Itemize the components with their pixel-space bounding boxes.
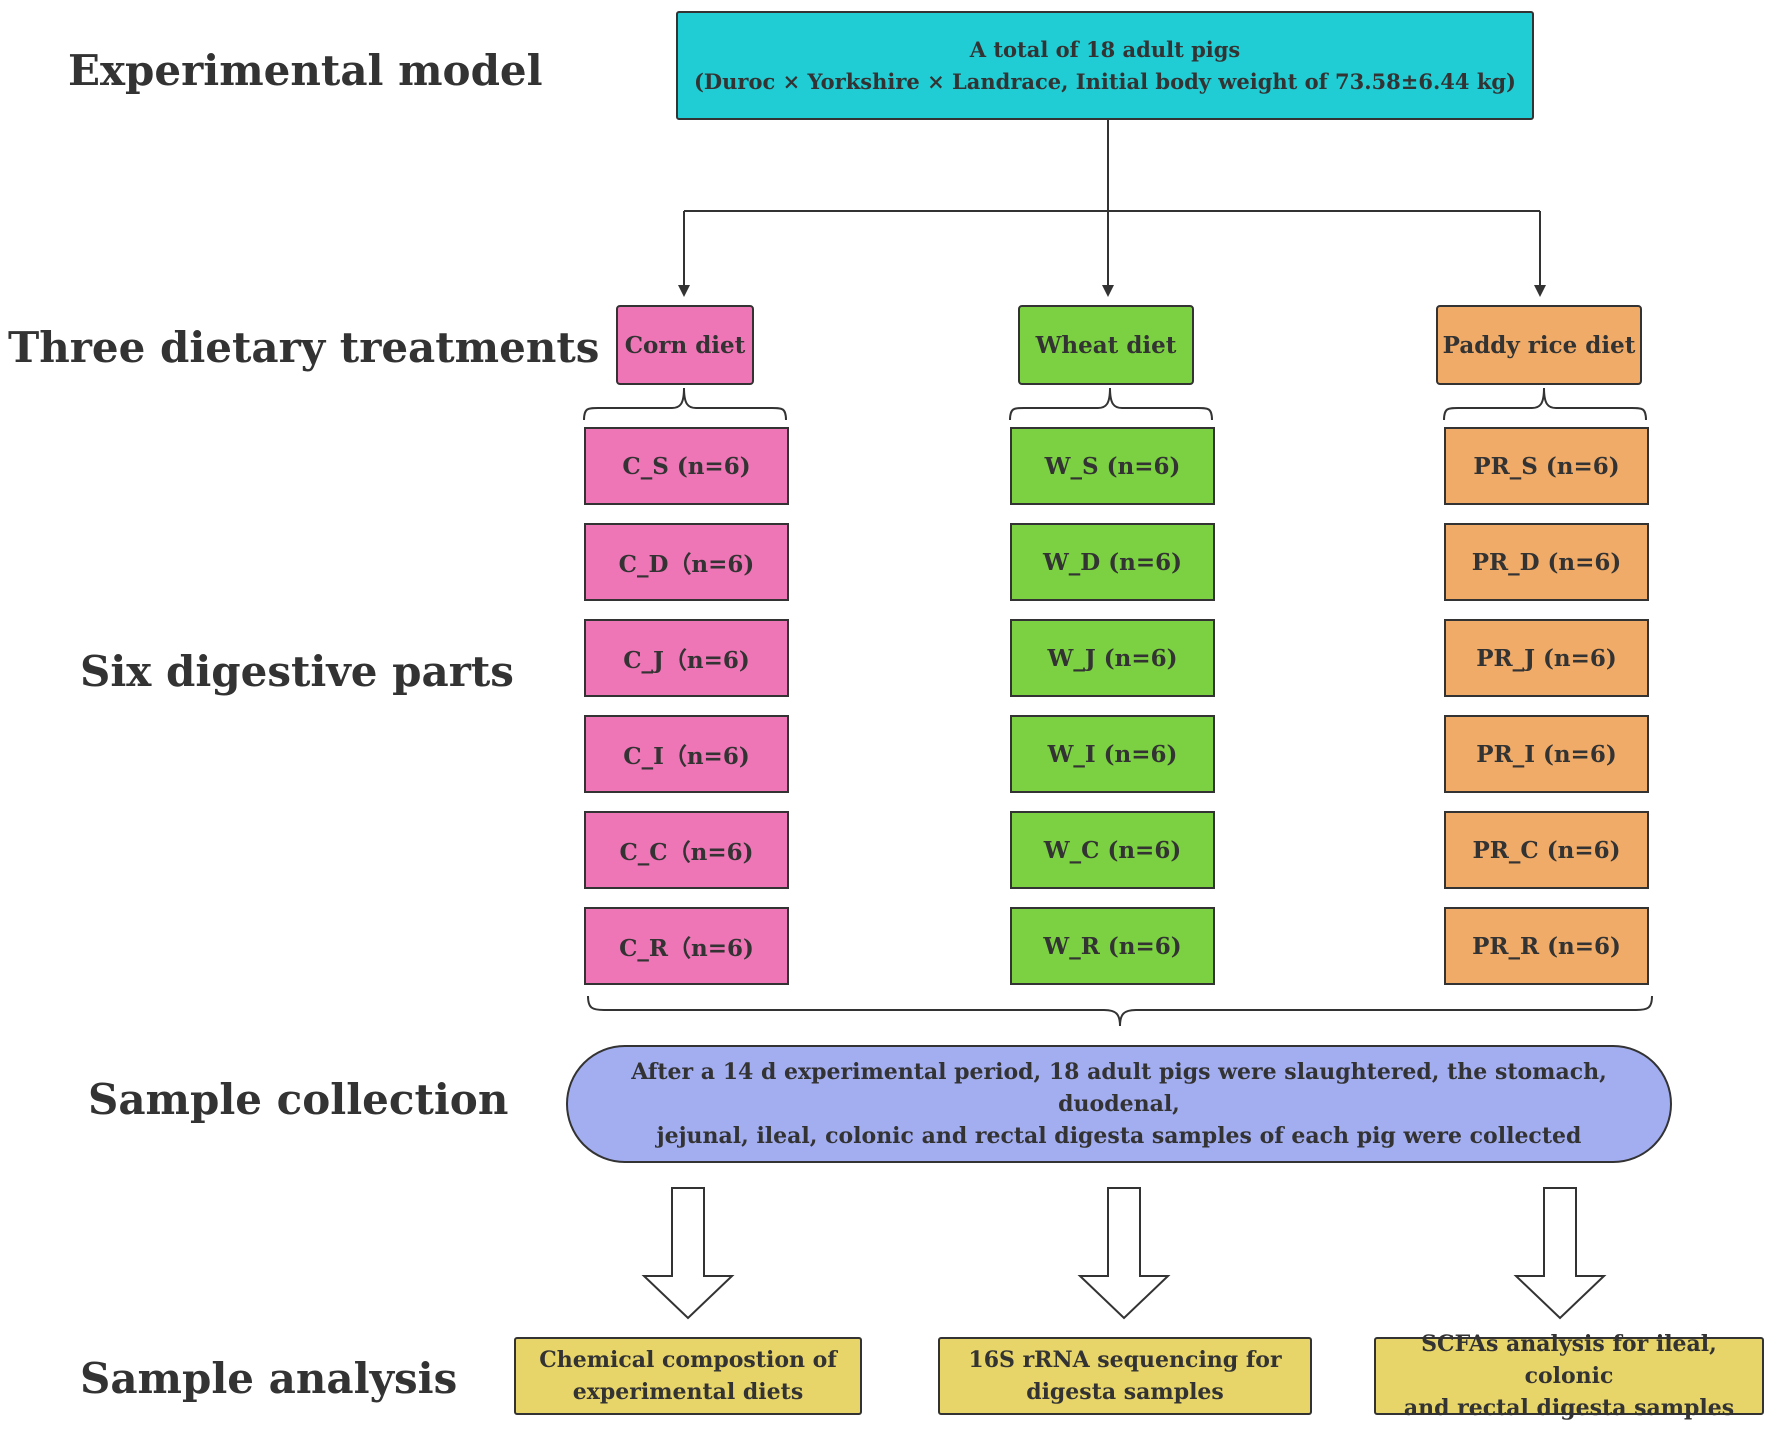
- paddy-rice-part-box-ileum: PR_I (n=6): [1444, 715, 1649, 793]
- corn-part-box-stomach: C_S (n=6): [584, 427, 789, 505]
- paddy-rice-brace: [1443, 387, 1647, 421]
- wheat-part-box-jejunum: W_J (n=6): [1010, 619, 1215, 697]
- wheat-part-box-ileum: W_I (n=6): [1010, 715, 1215, 793]
- label-three-dietary-treatments: Three dietary treatments: [8, 323, 600, 372]
- corn-part-box-jejunum: C_J（n=6): [584, 619, 789, 697]
- hollow-arrow-left: [641, 1187, 735, 1320]
- wheat-part-box-stomach: W_S (n=6): [1010, 427, 1215, 505]
- analysis-box-16s-rrna: 16S rRNA sequencing for digesta samples: [938, 1337, 1312, 1415]
- wheat-brace: [1009, 387, 1213, 421]
- corn-diet-box: Corn diet: [616, 305, 754, 385]
- wheat-part-box-duodenum: W_D (n=6): [1010, 523, 1215, 601]
- analysis-box-scfas: SCFAs analysis for ileal, colonic and re…: [1374, 1331, 1764, 1421]
- paddy-rice-part-box-rectum: PR_R (n=6): [1444, 907, 1649, 985]
- paddy-rice-part-box-colon: PR_C (n=6): [1444, 811, 1649, 889]
- paddy-rice-part-box-jejunum: PR_J (n=6): [1444, 619, 1649, 697]
- wheat-diet-box: Wheat diet: [1018, 305, 1194, 385]
- corn-part-box-colon: C_C（n=6): [584, 811, 789, 889]
- corn-part-box-ileum: C_I（n=6): [584, 715, 789, 793]
- label-sample-analysis: Sample analysis: [80, 1354, 458, 1403]
- sample-collection-box: After a 14 d experimental period, 18 adu…: [566, 1045, 1672, 1163]
- wheat-part-box-rectum: W_R (n=6): [1010, 907, 1215, 985]
- corn-part-box-duodenum: C_D（n=6): [584, 523, 789, 601]
- label-sample-collection: Sample collection: [88, 1075, 509, 1124]
- corn-brace: [583, 387, 787, 421]
- analysis-box-chemical-composition: Chemical compostion of experimental diet…: [514, 1337, 862, 1415]
- experimental-model-box: A total of 18 adult pigs (Duroc × Yorksh…: [676, 11, 1534, 120]
- hollow-arrow-right: [1513, 1187, 1607, 1320]
- paddy-rice-part-box-stomach: PR_S (n=6): [1444, 427, 1649, 505]
- paddy-rice-diet-box: Paddy rice diet: [1436, 305, 1642, 385]
- hollow-arrow-middle: [1077, 1187, 1171, 1320]
- corn-part-box-rectum: C_R（n=6): [584, 907, 789, 985]
- paddy-rice-part-box-duodenum: PR_D (n=6): [1444, 523, 1649, 601]
- label-experimental-model: Experimental model: [68, 46, 543, 95]
- collection-brace: [587, 995, 1653, 1027]
- label-six-digestive-parts: Six digestive parts: [80, 647, 514, 696]
- wheat-part-box-colon: W_C (n=6): [1010, 811, 1215, 889]
